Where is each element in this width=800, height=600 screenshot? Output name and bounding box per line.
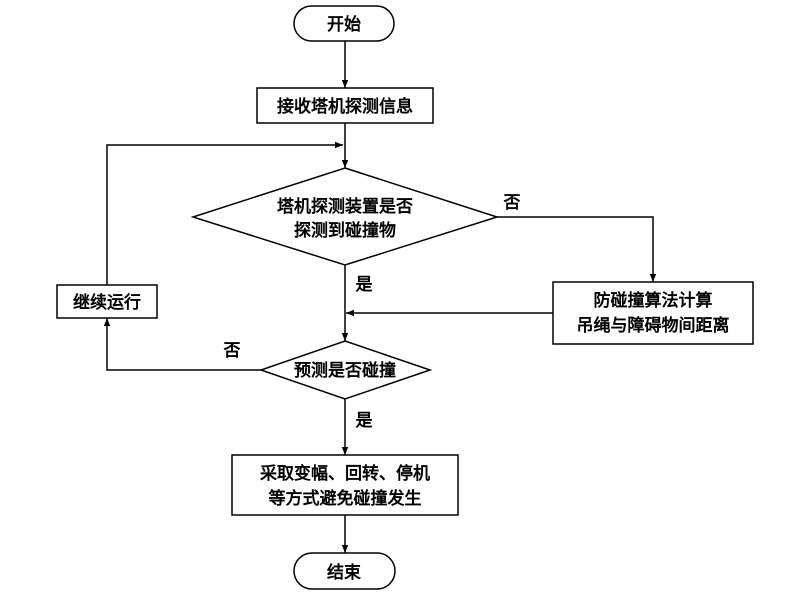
detect-label-line1: 塔机探测装置是否 (277, 196, 413, 217)
start-terminator-shape (293, 5, 395, 42)
avoid-label-line1: 采取变幅、回转、停机 (259, 463, 430, 484)
node-avoid: 采取变幅、回转、停机 等方式避免碰撞发生 (231, 454, 459, 516)
start-label: 开始 (327, 14, 361, 35)
edges (103, 41, 657, 553)
edge-label-predict-no: 否 (223, 341, 241, 361)
compute-label-line1: 防碰撞算法计算 (594, 290, 713, 311)
compute-label-line2: 吊绳与障碍物间距离 (577, 315, 730, 336)
node-receive: 接收塔机探测信息 (256, 87, 434, 124)
edge-label-detect-yes: 是 (356, 275, 373, 295)
compute-process-shape (552, 281, 754, 345)
continue-process-shape (56, 284, 158, 319)
detect-decision-shape (190, 167, 500, 266)
node-continue: 继续运行 (56, 284, 158, 319)
end-label: 结束 (327, 562, 361, 583)
receive-process-shape (256, 87, 434, 124)
receive-label: 接收塔机探测信息 (277, 96, 413, 117)
node-start: 开始 (293, 5, 395, 42)
edge-detect-no-to-compute (497, 216, 657, 282)
node-detect: 塔机探测装置是否 探测到碰撞物 (190, 167, 500, 266)
predict-label: 预测是否碰撞 (294, 360, 396, 381)
node-compute: 防碰撞算法计算 吊绳与障碍物间距离 (552, 281, 754, 345)
edge-label-predict-yes: 是 (356, 411, 373, 431)
edge-label-detect-no: 否 (503, 193, 521, 213)
node-predict: 预测是否碰撞 (258, 340, 433, 400)
avoid-label-line2: 等方式避免碰撞发生 (269, 488, 422, 509)
predict-decision-shape (258, 340, 433, 400)
end-terminator-shape (293, 552, 396, 590)
continue-label: 继续运行 (73, 292, 141, 313)
edge-predict-no-to-continue (103, 318, 261, 371)
avoid-process-shape (231, 454, 459, 516)
detect-label-line2: 探测到碰撞物 (294, 220, 396, 241)
edge-continue-loop-back (106, 141, 343, 285)
node-end: 结束 (293, 552, 396, 590)
